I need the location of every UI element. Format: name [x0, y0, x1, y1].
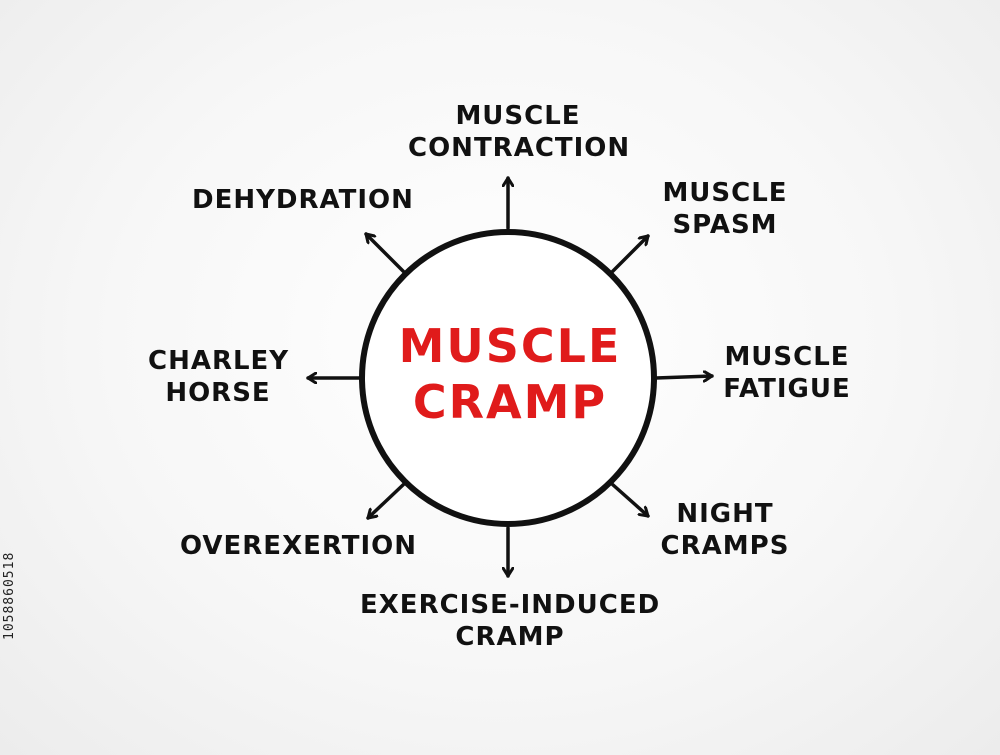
node-exercise-induced-cramp: EXERCISE-INDUCED CRAMP: [360, 589, 660, 653]
node-night-cramps: NIGHT CRAMPS: [655, 498, 795, 562]
center-title: MUSCLE CRAMP: [380, 318, 640, 430]
node-line1: CHARLEY: [148, 346, 290, 376]
arrow-top-right: [610, 234, 650, 274]
node-muscle-spasm: MUSCLE SPASM: [660, 177, 790, 241]
center-title-line2: CRAMP: [412, 375, 608, 429]
node-line2: HORSE: [165, 378, 271, 408]
node-dehydration: DEHYDRATION: [192, 184, 414, 216]
node-muscle-fatigue: MUSCLE FATIGUE: [722, 341, 852, 405]
node-line1: DEHYDRATION: [192, 185, 414, 215]
node-line2: SPASM: [672, 210, 778, 240]
arrow-top-left: [364, 232, 406, 274]
arrow-bottom-left: [366, 482, 406, 520]
node-line1: EXERCISE-INDUCED: [360, 590, 661, 620]
node-line1: MUSCLE: [724, 342, 850, 372]
node-overexertion: OVEREXERTION: [176, 530, 421, 562]
center-circle: [359, 229, 657, 527]
node-line1: OVEREXERTION: [180, 531, 417, 561]
node-line1: MUSCLE: [455, 101, 581, 131]
node-charley-horse: CHARLEY HORSE: [148, 345, 288, 409]
arrow-right: [654, 376, 714, 378]
node-line1: MUSCLE: [662, 178, 788, 208]
arrow-bottom-right: [610, 482, 650, 518]
node-line2: CRAMP: [455, 622, 565, 652]
node-line1: NIGHT: [676, 499, 774, 529]
center-title-line1: MUSCLE: [398, 319, 622, 373]
node-muscle-contraction: MUSCLE CONTRACTION: [408, 100, 631, 164]
node-line2: CONTRACTION: [408, 133, 631, 163]
node-line2: FATIGUE: [723, 374, 851, 404]
stock-id-text: 1058860518: [2, 551, 17, 640]
node-line2: CRAMPS: [660, 531, 790, 561]
